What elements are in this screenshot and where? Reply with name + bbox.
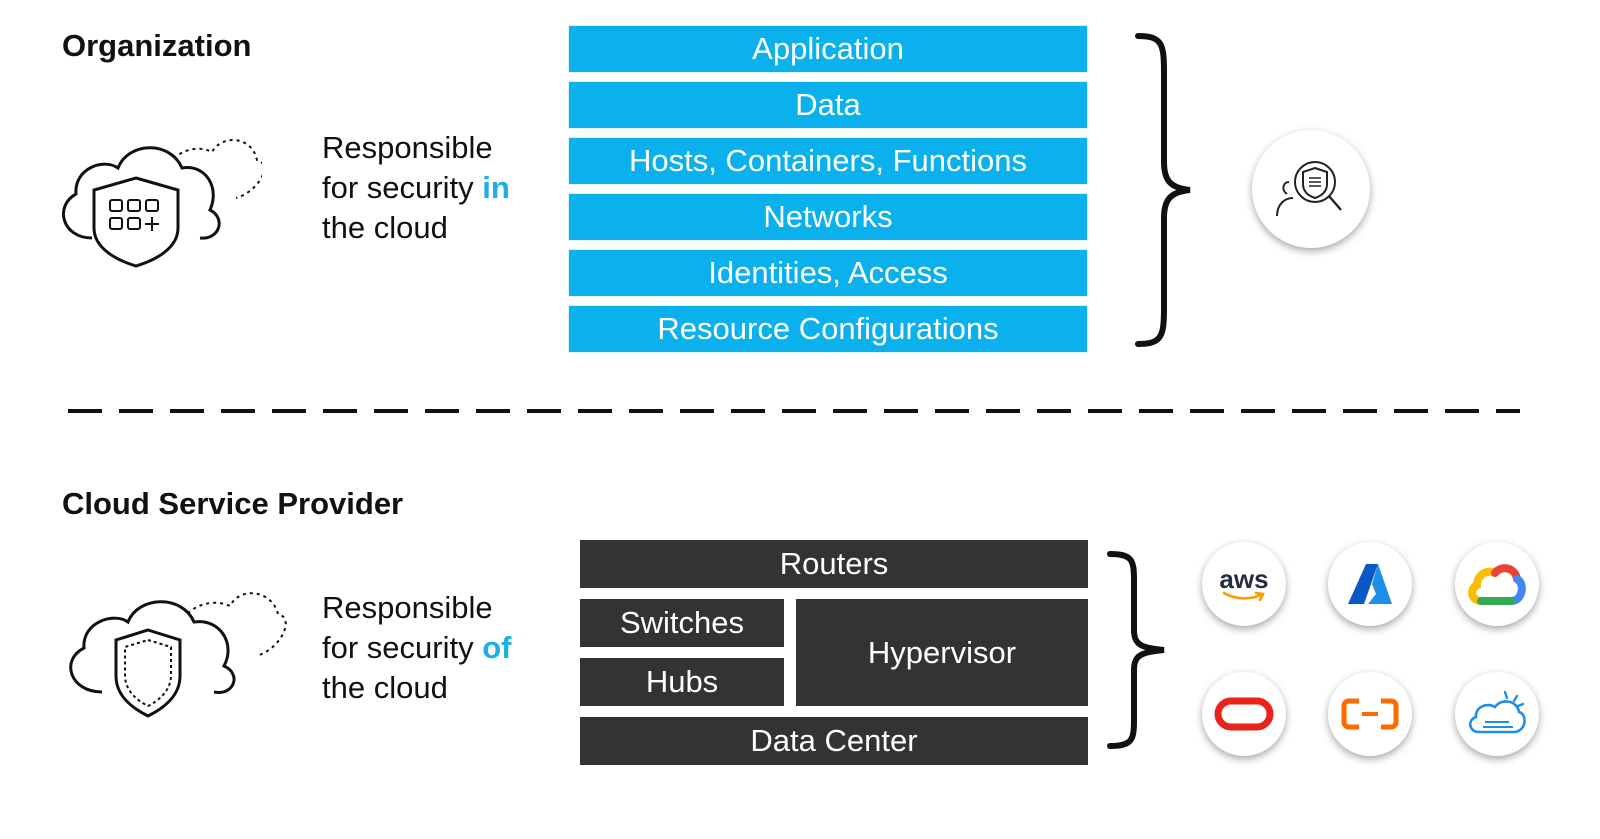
oracle-logo-icon	[1202, 672, 1286, 756]
layer-networks: Networks	[568, 193, 1088, 241]
responsibility-line-1: Responsible	[322, 130, 493, 165]
responsibility-prefix: for security	[322, 170, 483, 205]
alibaba-cloud-logo-icon	[1328, 672, 1412, 756]
organization-brace	[1130, 32, 1200, 348]
responsibility-highlight: of	[482, 630, 512, 665]
layer-hubs: Hubs	[580, 658, 784, 706]
responsibility-line-3: the cloud	[322, 670, 448, 705]
organization-title: Organization	[62, 28, 252, 63]
responsibility-line-3: the cloud	[322, 210, 448, 245]
layer-routers: Routers	[580, 540, 1088, 588]
provider-responsibility: Responsible for security of the cloud	[322, 588, 511, 708]
layer-data: Data	[568, 81, 1088, 129]
cloud-shield-apps-icon	[52, 128, 262, 273]
layer-hosts-containers-functions: Hosts, Containers, Functions	[568, 137, 1088, 185]
organization-responsibility: Responsible for security in the cloud	[322, 128, 510, 248]
responsibility-line-1: Responsible	[322, 590, 493, 625]
provider-brace	[1102, 550, 1172, 750]
layer-resource-configurations: Resource Configurations	[568, 305, 1088, 353]
google-cloud-logo-icon	[1455, 542, 1539, 626]
aws-wordmark: aws	[1219, 564, 1269, 594]
layer-application: Application	[568, 25, 1088, 73]
responsibility-prefix: for security	[322, 630, 483, 665]
cloud-shield-icon	[58, 584, 288, 729]
layer-data-center: Data Center	[580, 717, 1088, 765]
shield-inspection-icon	[1252, 130, 1370, 248]
ibm-cloud-logo-icon	[1455, 672, 1539, 756]
dashed-divider	[68, 408, 1520, 414]
provider-title: Cloud Service Provider	[62, 486, 404, 521]
responsibility-line-2: for security of	[322, 628, 511, 668]
azure-logo-icon	[1328, 542, 1412, 626]
responsibility-highlight: in	[482, 170, 510, 205]
layer-hypervisor: Hypervisor	[796, 599, 1088, 706]
layer-switches: Switches	[580, 599, 784, 647]
layer-identities-access: Identities, Access	[568, 249, 1088, 297]
responsibility-line-2: for security in	[322, 168, 510, 208]
aws-logo-icon: aws	[1202, 542, 1286, 626]
